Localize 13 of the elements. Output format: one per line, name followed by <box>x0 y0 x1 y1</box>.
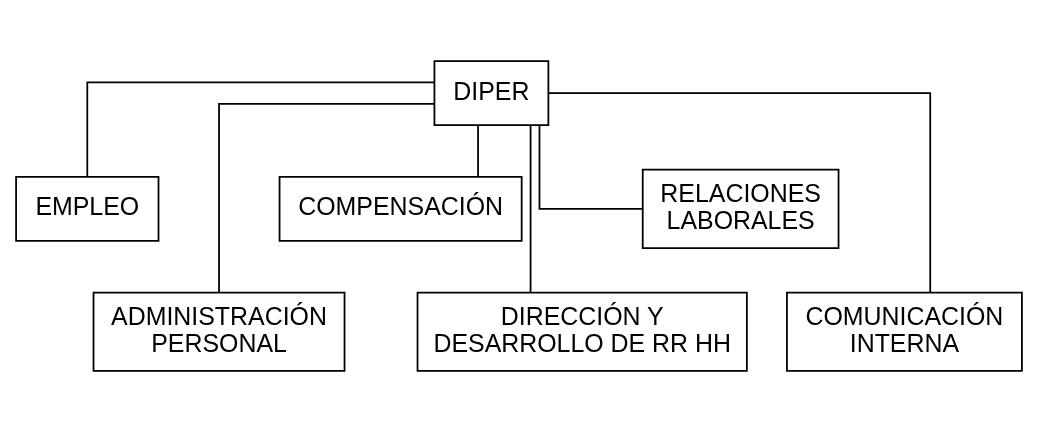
node-box: DIRECCIÓN Y DESARROLLO DE RR HH <box>416 291 748 372</box>
node-box: EMPLEO <box>15 175 160 242</box>
node-box: RELACIONES LABORALES <box>641 168 840 249</box>
connector <box>538 124 644 210</box>
node-box: COMUNICACIÓN INTERNA <box>786 291 1023 372</box>
connector <box>529 124 532 293</box>
connector <box>547 92 932 294</box>
node-box: COMPENSACIÓN <box>278 175 523 242</box>
node-box: DIPER <box>433 60 550 127</box>
node-box: ADMINISTRACIÓN PERSONAL <box>92 291 346 372</box>
connector <box>86 81 436 178</box>
connector <box>218 102 436 294</box>
connector <box>477 124 479 178</box>
